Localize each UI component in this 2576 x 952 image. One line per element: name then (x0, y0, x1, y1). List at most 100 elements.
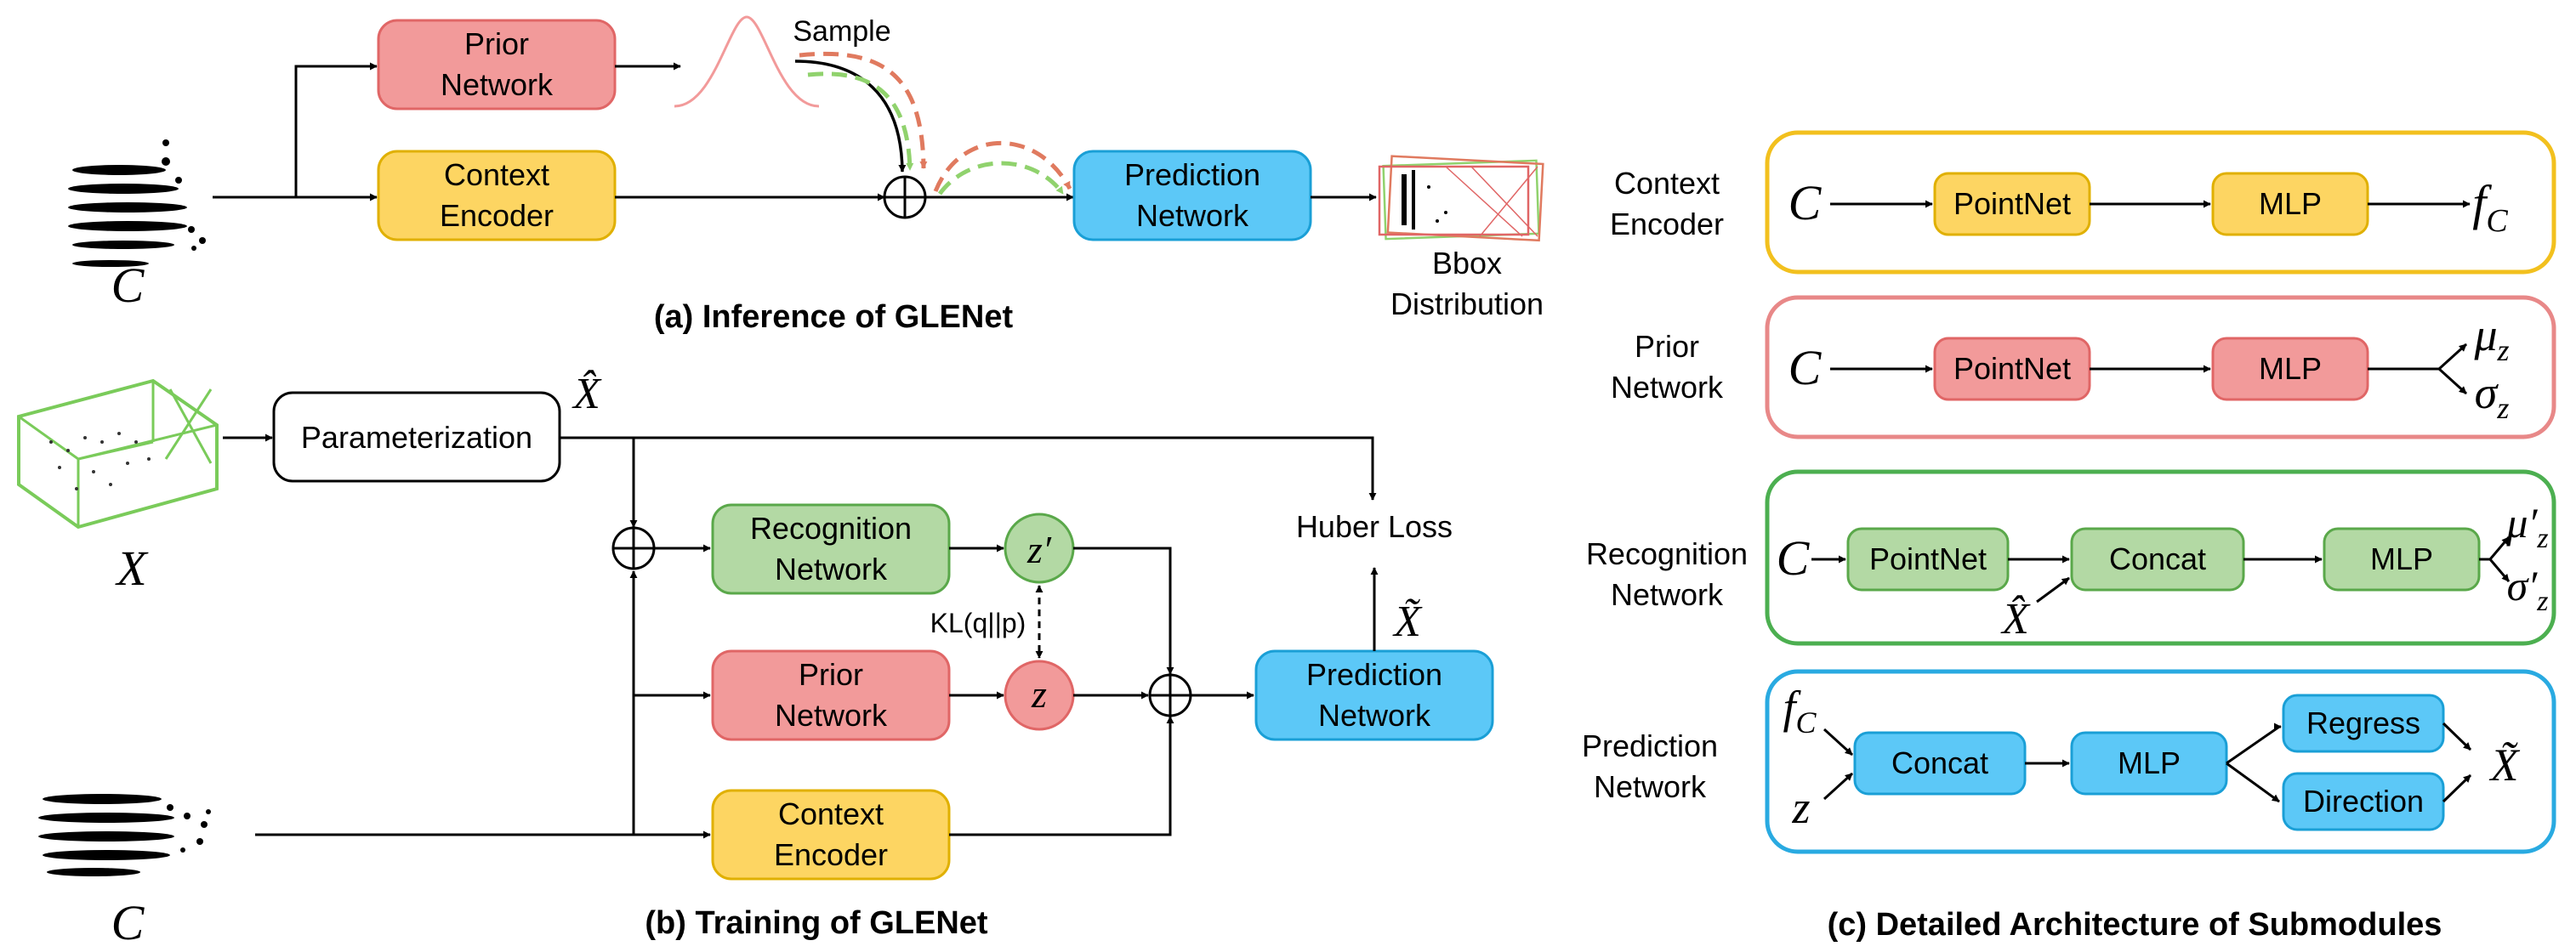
arrow-prior-sigma (2437, 367, 2468, 395)
point-cloud-c-a (68, 139, 206, 267)
svg-text:Network: Network (775, 552, 888, 586)
c-symbol-b: C (111, 895, 145, 950)
svg-text:Network: Network (1611, 370, 1724, 405)
row-label-prior: Prior (1635, 329, 1699, 364)
arrow-pred-fc (1823, 728, 1854, 756)
arrow-pred-z (1823, 772, 1854, 801)
pred-input-z: z (1791, 782, 1810, 833)
arrow-pred-direction-out (2442, 774, 2472, 803)
bbox-distribution-label: Bbox (1432, 246, 1502, 280)
kl-label: KL(q||p) (930, 608, 1026, 638)
caption-c: (c) Detailed Architecture of Submodules (1828, 907, 2442, 943)
gaussian-curve-icon (674, 15, 820, 108)
panel-a: C Prior Network Context Encoder Sample (68, 15, 1544, 335)
pred-mlp-label: MLP (2118, 745, 2181, 780)
arrow-green-arc-a (937, 161, 1066, 196)
arrow-prior-mu (2368, 343, 2468, 371)
prediction-network-panel (1765, 669, 2556, 854)
arrow-zprime-to-plus-b (1073, 547, 1174, 675)
plus-node-a (883, 175, 927, 219)
z-label: z (1031, 672, 1047, 716)
caption-a: (a) Inference of GLENet (654, 299, 1014, 335)
sample-label: Sample (793, 15, 890, 48)
x-hat-b: X̂ (571, 370, 602, 418)
x-tilde-b: X̃ (1392, 598, 1423, 646)
context-input-c: C (1788, 175, 1823, 230)
prior-network-label-b: Prior (799, 657, 863, 692)
context-output-fc: fC (2472, 175, 2508, 239)
recognition-network-label-b: Recognition (750, 511, 912, 546)
context-encoder-panel (1765, 130, 2556, 275)
x-symbol-b: X (115, 541, 149, 596)
pred-input-fc: fC (1783, 682, 1817, 740)
pred-concat-label: Concat (1891, 745, 1988, 780)
prediction-network-label-b: Prediction (1306, 657, 1442, 692)
svg-text:Network: Network (441, 67, 554, 102)
arrow-recog-sigma (2488, 558, 2511, 582)
arrow-pred-direction (2226, 762, 2280, 803)
prediction-network-box-a (1072, 150, 1312, 241)
recog-concat-label: Concat (2109, 541, 2206, 576)
prior-network-label-a: Prior (464, 26, 529, 61)
plus-node-b1 (611, 526, 656, 570)
recog-mlp-label: MLP (2370, 541, 2433, 576)
svg-text:Network: Network (1611, 577, 1724, 612)
caption-b: (b) Training of GLENet (645, 905, 988, 941)
arrow-sample-red-a (799, 51, 928, 169)
z-prime-label: z′ (1026, 528, 1052, 571)
prior-network-box-a (377, 19, 617, 110)
recog-sigma: σ′z (2507, 562, 2549, 617)
recog-input-c: C (1777, 530, 1811, 586)
recog-pointnet-label: PointNet (1869, 541, 1987, 576)
row-label-context: Context (1614, 166, 1720, 201)
pred-regress-label: Regress (2306, 706, 2420, 740)
svg-text:Network: Network (1594, 769, 1707, 804)
arrow-recog-mu (2479, 536, 2511, 561)
arrow-c-to-prior-a (294, 62, 378, 197)
svg-text:Distribution: Distribution (1390, 286, 1544, 321)
svg-text:Encoder: Encoder (774, 837, 888, 872)
context-pointnet-label: PointNet (1953, 186, 2071, 221)
row-label-recognition: Recognition (1586, 536, 1748, 571)
recog-xhat: X̂ (2000, 595, 2031, 643)
prediction-network-label-a: Prediction (1124, 157, 1260, 192)
prior-input-c: C (1788, 340, 1823, 395)
arrow-param-to-huber-b (560, 436, 1377, 501)
point-cloud-c-b (38, 794, 211, 876)
row-label-prediction: Prediction (1582, 728, 1718, 763)
arrow-context-to-plus-b (949, 716, 1174, 836)
recognition-network-panel (1765, 469, 2556, 646)
point-cloud-x-b (17, 378, 219, 530)
arrow-pred-regress (2226, 722, 2282, 765)
arrow-sample-a (794, 60, 907, 173)
arrow-red-arc-a (933, 140, 1072, 192)
prior-network-panel (1765, 295, 2556, 439)
svg-text:Encoder: Encoder (1610, 207, 1724, 241)
svg-text:Encoder: Encoder (440, 198, 554, 233)
svg-text:Network: Network (1318, 698, 1431, 733)
plus-node-b2 (1148, 673, 1192, 717)
prior-sigma: σz (2475, 367, 2510, 425)
bbox-distribution-icon (1378, 155, 1544, 242)
recog-mu: μ′z (2505, 499, 2548, 554)
c-symbol-a: C (111, 258, 145, 313)
prior-mu: μz (2473, 309, 2509, 367)
context-encoder-label-b: Context (778, 796, 884, 831)
pred-output-xtilde: X̃ (2489, 740, 2521, 790)
context-encoder-label-a: Context (444, 157, 549, 192)
context-mlp-label: MLP (2259, 186, 2322, 221)
prior-pointnet-label: PointNet (1953, 351, 2071, 386)
arrow-sample-green-a (807, 71, 914, 171)
arrow-pred-regress-out (2442, 722, 2472, 751)
panel-b: X Parameterization X̂ C (17, 370, 1494, 950)
prior-mlp-label: MLP (2259, 351, 2322, 386)
svg-text:Network: Network (775, 698, 888, 733)
pred-direction-label: Direction (2303, 784, 2424, 819)
context-encoder-box-a (377, 150, 617, 241)
parameterization-label: Parameterization (301, 420, 532, 455)
panel-c: Context Encoder C PointNet MLP fC Prior … (1582, 130, 2556, 943)
svg-text:Network: Network (1136, 198, 1249, 233)
huber-loss-label: Huber Loss (1296, 509, 1453, 544)
arrow-recog-xhat (2036, 576, 2070, 604)
